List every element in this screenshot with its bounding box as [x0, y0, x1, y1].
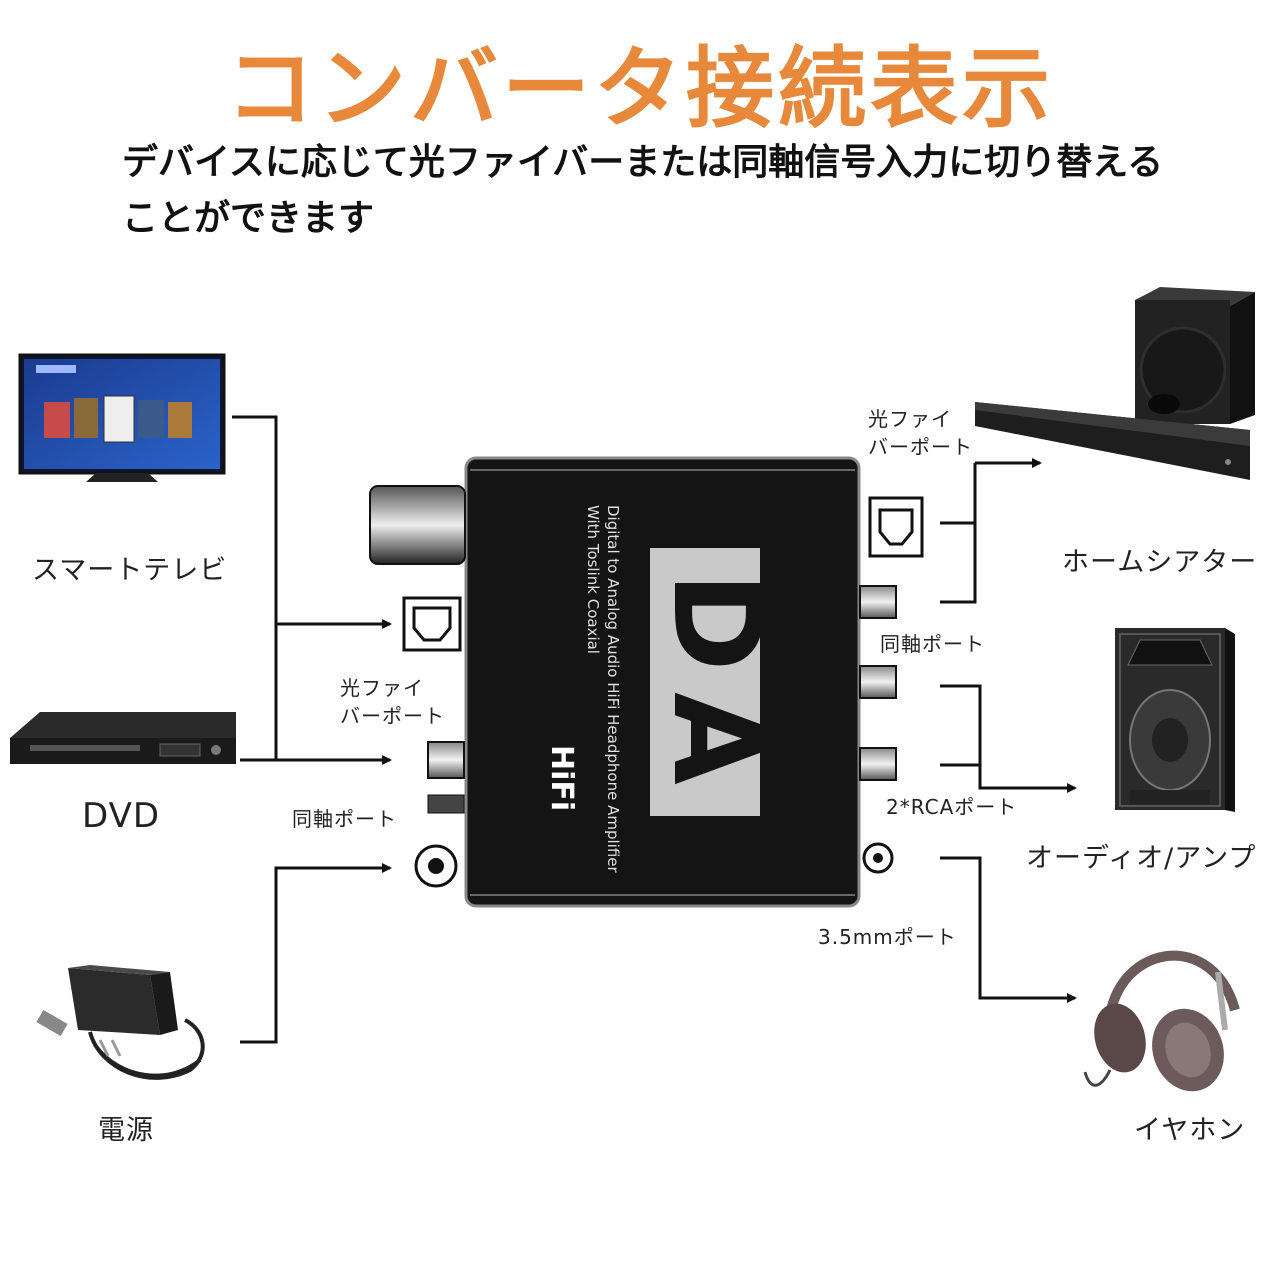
- label-optical-in: 光ファイ バーポート: [340, 676, 445, 728]
- label-jack-out: 3.5mmポート: [818, 925, 957, 949]
- label-rca-out: 2*RCAポート: [886, 795, 1018, 819]
- dvd-player-icon: [10, 712, 236, 764]
- rca-output-port-r[interactable]: [859, 747, 897, 781]
- power-adapter-icon: [36, 965, 205, 1080]
- coaxial-output-port[interactable]: [859, 585, 897, 619]
- label-power: 電源: [98, 1115, 154, 1146]
- label-coaxial-out: 同軸ポート: [880, 632, 985, 656]
- label-home-theater: ホームシアター: [1062, 547, 1258, 578]
- headphones-icon: [1083, 950, 1240, 1092]
- dac-logo: D A: [646, 572, 785, 785]
- logo-d: D: [646, 572, 785, 672]
- volume-knob[interactable]: [369, 485, 466, 565]
- coaxial-input-port[interactable]: [427, 741, 465, 779]
- logo-a: A: [646, 692, 785, 785]
- converter-description-2: With Toslink Coaxial: [584, 505, 602, 654]
- label-coaxial-in: 同軸ポート: [292, 807, 397, 831]
- rca-output-port-l[interactable]: [859, 665, 897, 699]
- page-title: コンバータ接続表示: [225, 37, 1054, 140]
- page-subtitle: デバイスに応じて光ファイバーまたは同軸信号入力に切り替えることができます: [122, 142, 1164, 239]
- hifi-label: HiFi: [544, 745, 579, 811]
- connection-wires: [232, 415, 1077, 1044]
- label-audio-amp: オーディオ/アンプ: [1026, 843, 1257, 874]
- label-dvd: DVD: [82, 796, 161, 836]
- label-optical-out: 光ファイ バーポート: [868, 407, 973, 459]
- optical-input-port[interactable]: [402, 596, 462, 652]
- label-smart-tv: スマートテレビ: [32, 555, 228, 586]
- label-earphone: イヤホン: [1134, 1115, 1246, 1146]
- speaker-cabinet-icon: [1115, 628, 1235, 812]
- dac-converter-icon: D A HiFi Digital to Analog Audio HiFi He…: [369, 456, 924, 908]
- smart-tv-icon: [18, 353, 226, 482]
- soundbar-subwoofer-icon: [975, 287, 1255, 480]
- converter-description: Digital to Analog Audio HiFi Headphone A…: [604, 505, 622, 873]
- optical-output-port[interactable]: [868, 496, 924, 558]
